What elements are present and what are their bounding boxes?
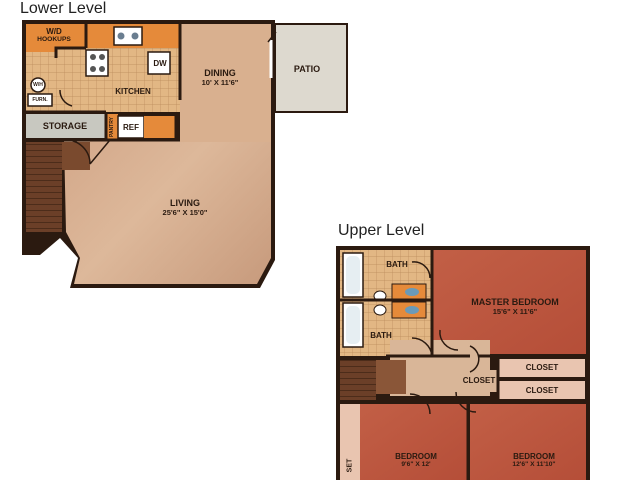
patio-label: PATIO	[293, 64, 321, 74]
bath-top-label: BATH	[386, 260, 408, 269]
bedroom-right-label: BEDROOM 12'6" X 11'10"	[494, 452, 574, 468]
wd-hookups-label: W/D HOOKUPS	[28, 27, 80, 43]
master-bedroom-name: MASTER BEDROOM	[471, 297, 559, 307]
lower-level-title: Lower Level	[20, 0, 107, 17]
bedroom-left-name: BEDROOM	[395, 452, 437, 461]
kitchen-label: KITCHEN	[115, 87, 151, 96]
living-room-label: LIVING 25'6" X 15'0"	[140, 198, 230, 217]
set-label: SET	[346, 458, 354, 473]
dining-room-label: DINING 10' X 11'6"	[185, 68, 255, 87]
dining-dims: 10' X 11'6"	[201, 78, 239, 87]
living-name: LIVING	[169, 198, 200, 208]
living-dims: 25'6" X 15'0"	[162, 208, 208, 217]
storage-label: STORAGE	[42, 121, 88, 131]
bath-bottom-label: BATH	[370, 331, 392, 340]
master-bedroom-label: MASTER BEDROOM 15'6" X 11'6"	[460, 297, 570, 316]
dw-label: DW	[153, 59, 167, 68]
bedroom-right-name: BEDROOM	[513, 452, 555, 461]
master-bedroom-dims: 15'6" X 11'6"	[492, 307, 538, 316]
wd-label: W/D	[46, 27, 62, 36]
hookups-label: HOOKUPS	[37, 36, 71, 43]
closet-upper-label: CLOSET	[525, 363, 559, 372]
bedroom-left-dims: 9'6" X 12'	[401, 461, 431, 468]
pantry-label: PANTRY	[109, 117, 115, 137]
ref-label: REF	[123, 123, 139, 132]
bedroom-right-dims: 12'6" X 11'10"	[512, 461, 556, 468]
closet-left-label: CLOSET	[462, 376, 496, 385]
dining-name: DINING	[204, 68, 236, 78]
bedroom-left-label: BEDROOM 9'6" X 12'	[380, 452, 452, 468]
wh-label: W/H	[33, 82, 43, 88]
furn-label: FURN.	[32, 97, 48, 103]
upper-level-title: Upper Level	[338, 222, 425, 239]
closet-lower-label: CLOSET	[525, 386, 559, 395]
